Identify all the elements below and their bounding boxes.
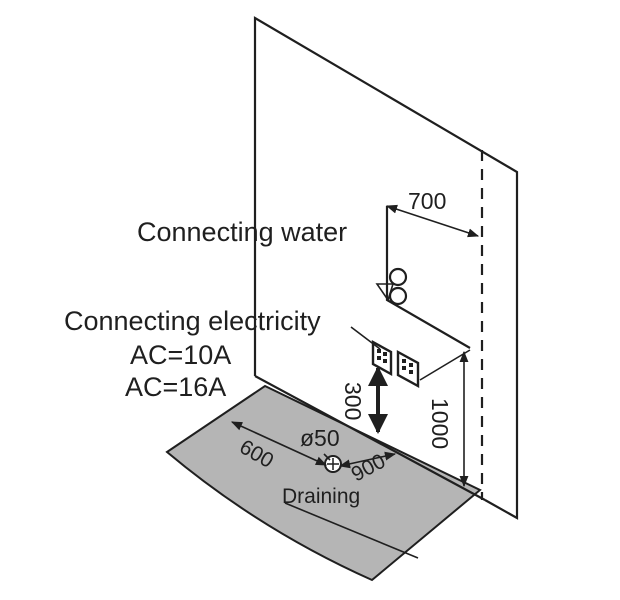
electricity-pointer — [350, 326, 381, 350]
ac-16a-label: AC=16A — [125, 372, 226, 402]
ac-10a-label: AC=10A — [130, 340, 231, 370]
dimension-700-label: 700 — [408, 188, 446, 214]
socket-reference-line — [419, 349, 471, 381]
socket-16a-icon — [396, 349, 420, 389]
water-valve-icon — [375, 267, 408, 306]
draining-label: Draining — [282, 485, 360, 508]
wall-panel — [253, 16, 519, 520]
floor-front-edge — [284, 502, 419, 559]
dimension-600-arrow — [230, 421, 328, 466]
dimension-700-arrow — [385, 204, 480, 238]
dimension-300-label: 300 — [340, 382, 366, 420]
wall-floor-edge — [254, 375, 486, 501]
socket-10a-icon — [371, 339, 393, 377]
water-supply-line — [385, 206, 471, 349]
dimension-900-arrow — [338, 451, 397, 469]
connecting-electricity-label: Connecting electricity — [64, 306, 321, 336]
drain-diameter-label: ø50 — [300, 425, 340, 451]
dimension-1000-label: 1000 — [427, 398, 453, 449]
connecting-water-label: Connecting water — [137, 217, 347, 247]
